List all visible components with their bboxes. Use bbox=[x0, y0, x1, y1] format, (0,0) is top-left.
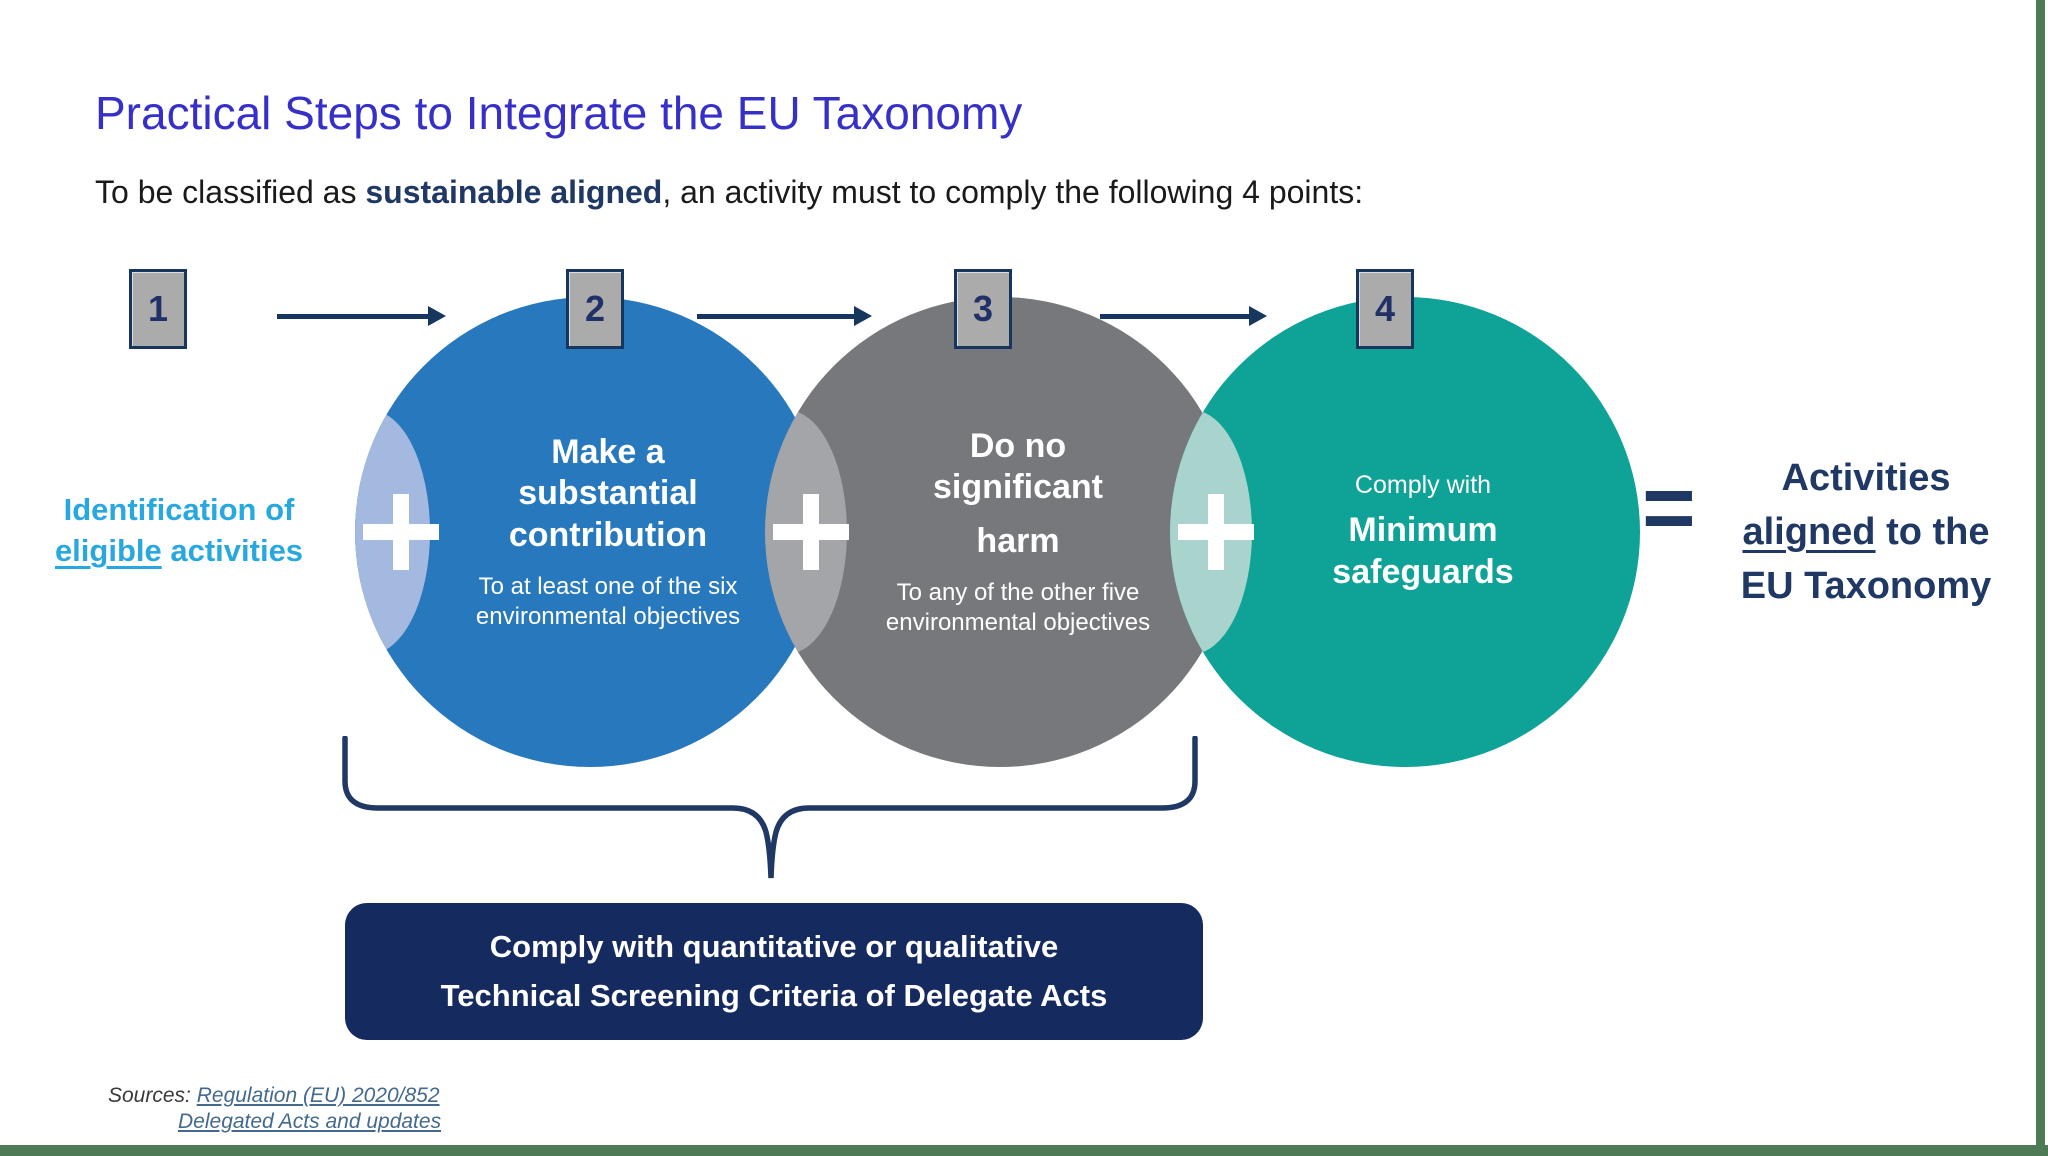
brace-shape bbox=[342, 736, 1198, 879]
step-box-1: 1 bbox=[129, 269, 187, 349]
step-box-4: 4 bbox=[1356, 269, 1414, 349]
title-line: harm bbox=[976, 521, 1060, 560]
subtitle-line: environmental objectives bbox=[885, 609, 1151, 637]
circle-minimum-safeguards: Comply with Minimum safeguards bbox=[1170, 297, 1640, 767]
result-line1: Activities bbox=[1781, 457, 1951, 499]
circle-pre-title: Comply with bbox=[1354, 471, 1492, 500]
circle-text-minimum-safeguards: Comply with Minimum safeguards bbox=[1170, 297, 1640, 767]
result-underlined: aligned bbox=[1742, 510, 1876, 553]
eligible-activities-label: Identification of eligible activities bbox=[18, 490, 340, 572]
subtitle-line: environmental objectives bbox=[475, 603, 741, 631]
circle-title: Minimum safeguards bbox=[1332, 510, 1513, 593]
eligible-underlined: eligible bbox=[54, 532, 162, 568]
subtitle: To be classified as sustainable aligned,… bbox=[95, 174, 1363, 211]
subtitle-line: To at least one of the six bbox=[478, 573, 738, 601]
arrow-right-icon bbox=[697, 306, 872, 326]
result-line2-rest: to the bbox=[1875, 510, 1990, 553]
title-line: significant bbox=[932, 468, 1104, 507]
sources: Sources: Regulation (EU) 2020/852 Delega… bbox=[108, 1083, 441, 1136]
title-line: Do no bbox=[969, 426, 1067, 465]
plus-icon bbox=[1178, 494, 1254, 570]
result-line3: EU Taxonomy bbox=[1740, 564, 1992, 607]
frame-edge-bottom bbox=[0, 1145, 2048, 1156]
title-line: substantial bbox=[518, 474, 698, 513]
circle-subtitle: To any of the other five environmental o… bbox=[886, 578, 1150, 638]
eligible-line2-rest: activities bbox=[161, 532, 304, 568]
result-label: Activities aligned to the EU Taxonomy bbox=[1716, 452, 2016, 614]
step-box-3: 3 bbox=[954, 269, 1012, 349]
tsc-line2: Technical Screening Criteria of Delegate… bbox=[440, 977, 1108, 1013]
title-line: contribution bbox=[508, 515, 708, 554]
subtitle-line: To any of the other five bbox=[896, 579, 1140, 607]
circle-substantial-contribution: Make a substantial contribution To at le… bbox=[355, 297, 825, 767]
subtitle-prefix: To be classified as bbox=[95, 174, 366, 210]
title-line: safeguards bbox=[1332, 552, 1514, 591]
sources-label: Sources: bbox=[108, 1084, 191, 1107]
plus-icon bbox=[773, 494, 849, 570]
circle-do-no-significant-harm: Do no significant harm To any of the oth… bbox=[765, 297, 1235, 767]
equals-icon: = bbox=[1642, 457, 1696, 559]
page-title: Practical Steps to Integrate the EU Taxo… bbox=[95, 86, 1023, 139]
plus-icon bbox=[363, 494, 439, 570]
technical-screening-box: Comply with quantitative or qualitative … bbox=[345, 903, 1203, 1040]
subtitle-suffix: , an activity must to comply the followi… bbox=[662, 174, 1364, 210]
step-number-3: 3 bbox=[972, 288, 994, 329]
subtitle-emphasis: sustainable aligned bbox=[365, 174, 663, 210]
step-number-4: 4 bbox=[1374, 288, 1396, 329]
source-link-regulation[interactable]: Regulation (EU) 2020/852 bbox=[196, 1084, 440, 1107]
step-number-1: 1 bbox=[147, 288, 169, 329]
eligible-line1: Identification of bbox=[63, 492, 295, 527]
circle-text-do-no-significant-harm: Do no significant harm To any of the oth… bbox=[765, 297, 1235, 767]
step-box-2: 2 bbox=[566, 269, 624, 349]
circle-title: Do no significant harm bbox=[933, 426, 1103, 562]
circle-subtitle: To at least one of the six environmental… bbox=[476, 572, 740, 632]
arrow-right-icon bbox=[1100, 306, 1267, 326]
source-link-delegated-acts[interactable]: Delegated Acts and updates bbox=[178, 1110, 442, 1134]
frame-edge-right bbox=[2036, 0, 2045, 1146]
step-number-2: 2 bbox=[584, 288, 606, 329]
circle-title: Make a substantial contribution bbox=[509, 432, 707, 556]
title-line: Minimum bbox=[1348, 511, 1498, 550]
circle-text-substantial-contribution: Make a substantial contribution To at le… bbox=[355, 297, 825, 767]
arrow-right-icon bbox=[277, 306, 446, 326]
tsc-line1: Comply with quantitative or qualitative bbox=[489, 929, 1059, 965]
title-line: Make a bbox=[551, 432, 665, 471]
